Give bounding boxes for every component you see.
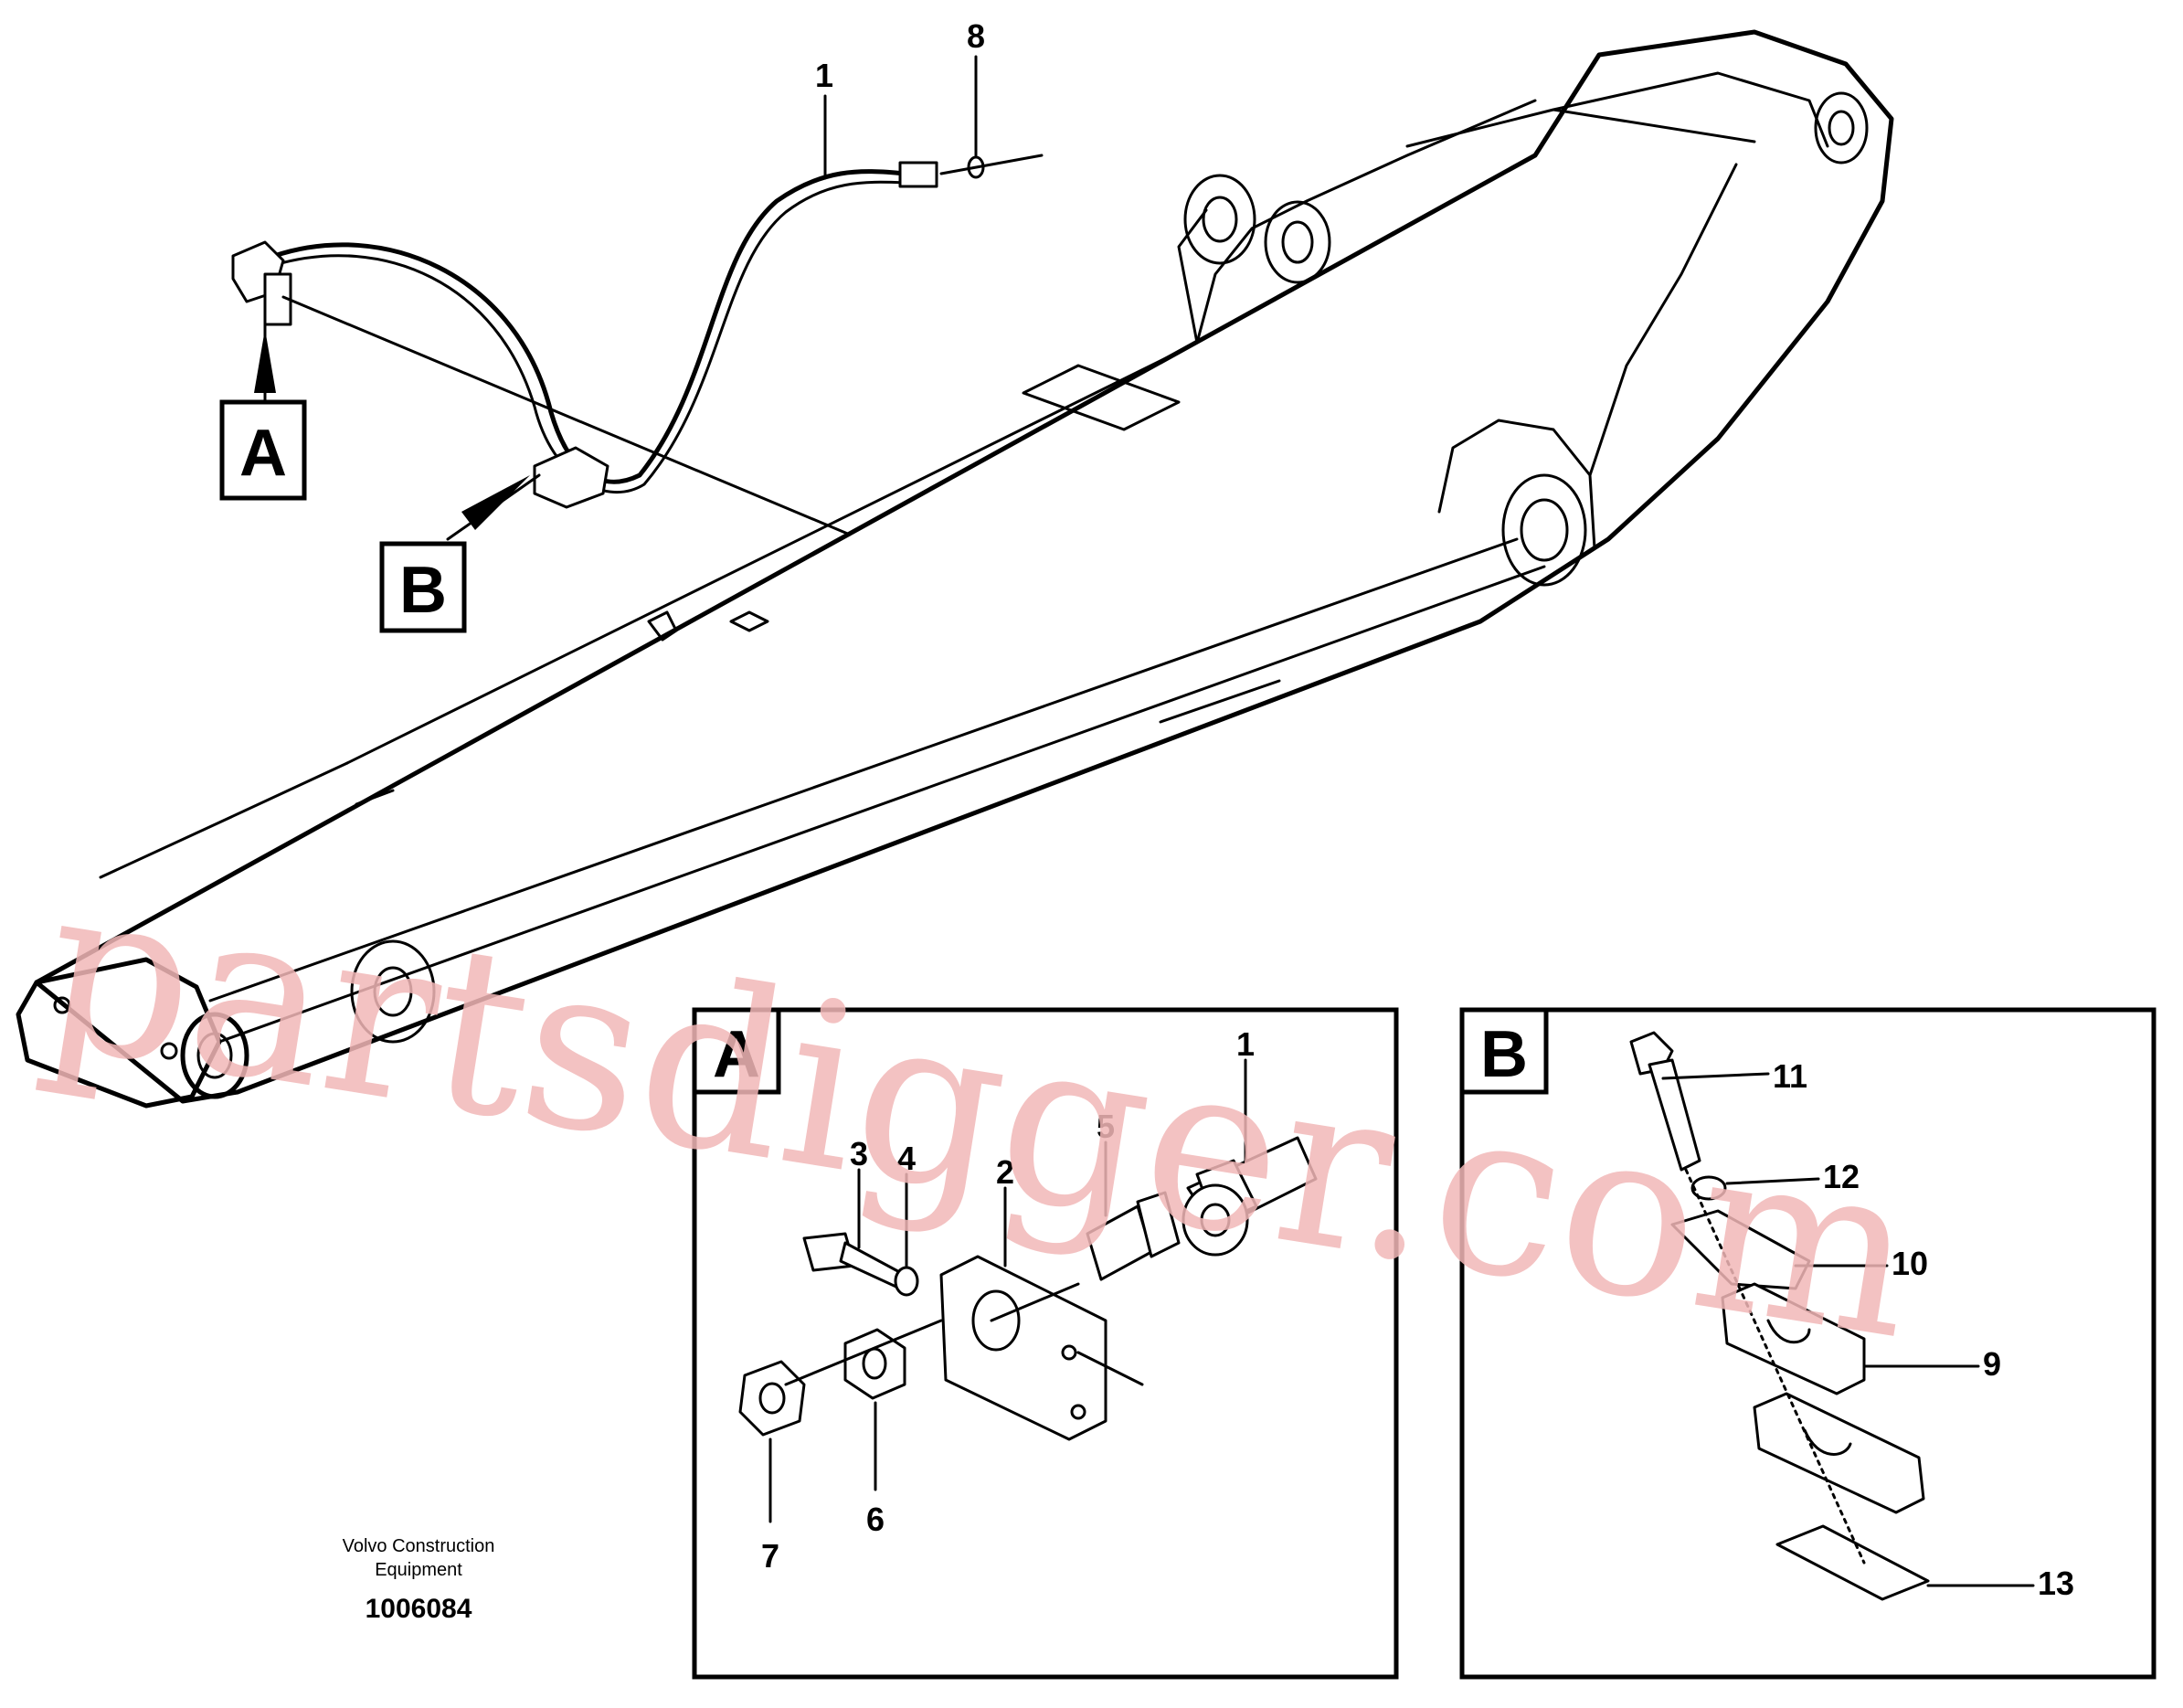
callout-7: 7 <box>761 1537 779 1575</box>
panel-a-tag: A <box>713 1018 760 1091</box>
ref-line-nuts <box>784 1319 943 1386</box>
company-line-1: Volvo Construction <box>343 1536 495 1556</box>
detail-hose-nut <box>1182 1183 1249 1257</box>
hose-assembly <box>231 154 1044 536</box>
callout-2: 2 <box>996 1153 1014 1191</box>
callout-5: 5 <box>1097 1108 1115 1145</box>
panel-b-tag: B <box>1480 1018 1528 1091</box>
callout-3: 3 <box>850 1135 868 1172</box>
lug-right-boss <box>1264 200 1331 284</box>
bracket-bore <box>971 1289 1021 1352</box>
bracket-plate <box>939 1255 1107 1441</box>
weld-line-1 <box>355 789 395 806</box>
head-pin-bore <box>1828 110 1855 146</box>
clamp-bottom-plate <box>1775 1524 1930 1601</box>
callout-13: 13 <box>2038 1565 2074 1602</box>
clamp-half-upper-groove <box>1766 1319 1811 1344</box>
boom-bottom-edge <box>217 565 1546 1044</box>
callout-10: 10 <box>1892 1245 1928 1282</box>
boom-root-block <box>16 957 222 1109</box>
boom-head-upper <box>1195 99 1537 345</box>
weld-line-2 <box>1159 679 1281 724</box>
adapter-hex <box>1136 1191 1181 1258</box>
callout-6: 6 <box>866 1501 885 1538</box>
ref-line-bracket <box>1076 1351 1144 1386</box>
clamp-washer <box>1690 1175 1727 1201</box>
boom-head-rim <box>1552 71 1829 148</box>
side-boss-bore <box>1520 498 1569 562</box>
footer: Volvo Construction Equipment 1006084 <box>343 1536 495 1624</box>
nut-6 <box>843 1328 906 1400</box>
view-tag-b-box <box>379 541 467 633</box>
callout-4: 4 <box>897 1140 916 1177</box>
panel-a-tag-box <box>692 1007 781 1095</box>
ref-line-adapter <box>990 1282 1080 1322</box>
drawing-number: 1006084 <box>366 1594 472 1624</box>
hose-line-inner <box>272 180 906 493</box>
callout-11: 11 <box>1773 1057 1807 1095</box>
boom-lower-edge <box>208 537 1519 1003</box>
boom-head-brace <box>1588 163 1738 477</box>
nut-7-bore <box>758 1382 786 1415</box>
hose-end-fitting <box>898 161 938 188</box>
main-callouts: 1 8 A B <box>219 17 985 633</box>
side-boss-frame <box>1437 419 1596 550</box>
boom-top-flange <box>345 208 1208 765</box>
clamp-assembly-axis <box>1684 1168 1866 1565</box>
detail-panel-a: A 1 5 2 3 4 6 <box>692 1007 1399 1680</box>
top-plate-patch <box>1022 364 1181 431</box>
root-cyl-boss <box>350 939 436 1044</box>
leader-11 <box>1661 1072 1770 1080</box>
callout-12: 12 <box>1823 1158 1860 1195</box>
detail-panel-b: B 11 12 10 9 13 <box>1459 1007 2157 1680</box>
side-boss <box>1501 473 1587 587</box>
lug-right-bore <box>1281 220 1314 264</box>
root-pin-boss <box>180 1012 249 1099</box>
bracket-hole-1 <box>1061 1344 1077 1361</box>
root-hole-1 <box>53 996 71 1014</box>
nut-7 <box>738 1360 806 1437</box>
lug-left-bore <box>1202 196 1238 243</box>
clamp-half-upper <box>1721 1282 1866 1395</box>
company-line-2: Equipment <box>375 1560 462 1580</box>
clamp-bolt-shank <box>1648 1058 1701 1172</box>
clamp-top-plate <box>1670 1209 1811 1290</box>
root-pin-bore <box>196 1032 233 1079</box>
root-cyl-bore <box>373 966 413 1017</box>
callout-1-top: 1 <box>815 57 833 94</box>
boom-arm <box>16 29 1894 1109</box>
hose-clamp <box>533 446 609 509</box>
view-tag-a: A <box>239 417 287 490</box>
arrow-b-stem <box>446 473 541 541</box>
leader-12 <box>1725 1177 1820 1185</box>
callout-8: 8 <box>967 17 985 55</box>
hose-line <box>271 169 907 484</box>
boom-left-web <box>99 761 349 879</box>
panel-b-tag-box <box>1459 1007 1549 1095</box>
callout-1-detail: 1 <box>1236 1025 1255 1063</box>
boom-outline <box>34 29 1894 1104</box>
boom-head-inner <box>1405 108 1756 148</box>
bracket-hole-2 <box>1070 1404 1086 1420</box>
view-tag-b: B <box>399 554 447 627</box>
top-marker-1 <box>729 610 769 632</box>
detail-hose-nut-bore <box>1200 1203 1231 1237</box>
root-hole-2 <box>160 1042 178 1060</box>
callout-9: 9 <box>1983 1345 2001 1383</box>
top-marker-2 <box>647 610 678 642</box>
ref-line-a <box>281 295 852 536</box>
lug-left-boss <box>1183 174 1256 265</box>
leader-o-ring <box>939 154 1044 175</box>
view-tag-a-box <box>219 399 307 501</box>
washer <box>894 1266 919 1297</box>
head-pin-boss <box>1814 91 1869 164</box>
